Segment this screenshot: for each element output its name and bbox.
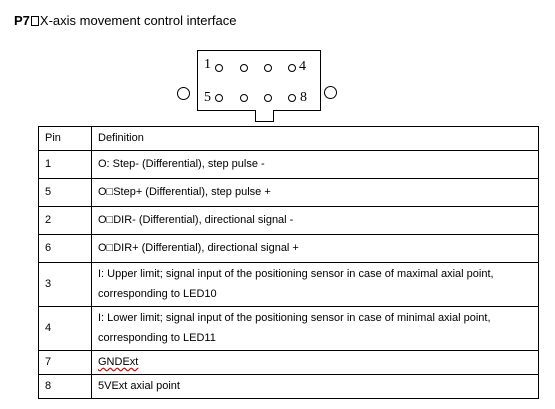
table-row: 5 O□Step+ (Differential), step pulse + [38, 178, 539, 207]
connector-key-tab [255, 110, 274, 122]
definition-cell: I: Lower limit; signal input of the posi… [91, 306, 539, 351]
table-row: 2 O□DIR- (Differential), directional sig… [38, 206, 539, 235]
pin-label-5: 5 [204, 90, 211, 105]
pin-label-8: 8 [300, 90, 307, 105]
definition-text: GNDExt [98, 356, 139, 368]
table-row: 6 O□DIR+ (Differential), directional sig… [38, 234, 539, 263]
pin-hole [264, 64, 272, 72]
table-row: 1 O: Step- (Differential), step pulse - [38, 150, 539, 179]
mounting-hole-right [324, 86, 337, 99]
definition-cell: O□Step+ (Differential), step pulse + [91, 178, 539, 207]
pin-cell: 4 [38, 306, 92, 351]
table-row: 4 I: Lower limit; signal input of the po… [38, 306, 539, 351]
pin-cell: 2 [38, 206, 92, 235]
pin-hole [288, 64, 296, 72]
pin-hole [264, 94, 272, 102]
title-text: X-axis movement control interface [39, 13, 237, 28]
pin-cell: 3 [38, 262, 92, 307]
table-row: 3 I: Upper limit; signal input of the po… [38, 262, 539, 307]
definition-cell: O: Step- (Differential), step pulse - [91, 150, 539, 179]
pin-cell: 1 [38, 150, 92, 179]
pin-cell: 6 [38, 234, 92, 263]
pin-label-4: 4 [299, 59, 306, 74]
definition-cell: 5VExt axial point [91, 374, 539, 399]
table-row: 8 5VExt axial point [38, 374, 539, 399]
definition-cell: O□DIR- (Differential), directional signa… [91, 206, 539, 235]
missing-glyph-box [30, 16, 39, 26]
pin-definition-table: Pin Definition 1 O: Step- (Differential)… [38, 126, 539, 399]
table-row: 7 GNDExt [38, 350, 539, 375]
pin-label-1: 1 [204, 57, 211, 72]
definition-cell: I: Upper limit; signal input of the posi… [91, 262, 539, 307]
pin-hole [215, 94, 223, 102]
pin-hole [240, 64, 248, 72]
pin-hole [240, 94, 248, 102]
pin-hole [215, 64, 223, 72]
table-header-row: Pin Definition [38, 126, 539, 151]
mounting-hole-left [177, 87, 190, 100]
title-prefix: P7 [14, 13, 30, 28]
page-title: P7 X-axis movement control interface [14, 13, 236, 28]
pin-cell: 8 [38, 374, 92, 399]
column-header-pin: Pin [38, 126, 92, 151]
pin-hole [288, 94, 296, 102]
pin-cell: 7 [38, 350, 92, 375]
pin-cell: 5 [38, 178, 92, 207]
definition-cell: O□DIR+ (Differential), directional signa… [91, 234, 539, 263]
definition-cell: GNDExt [91, 350, 539, 375]
column-header-definition: Definition [91, 126, 539, 151]
